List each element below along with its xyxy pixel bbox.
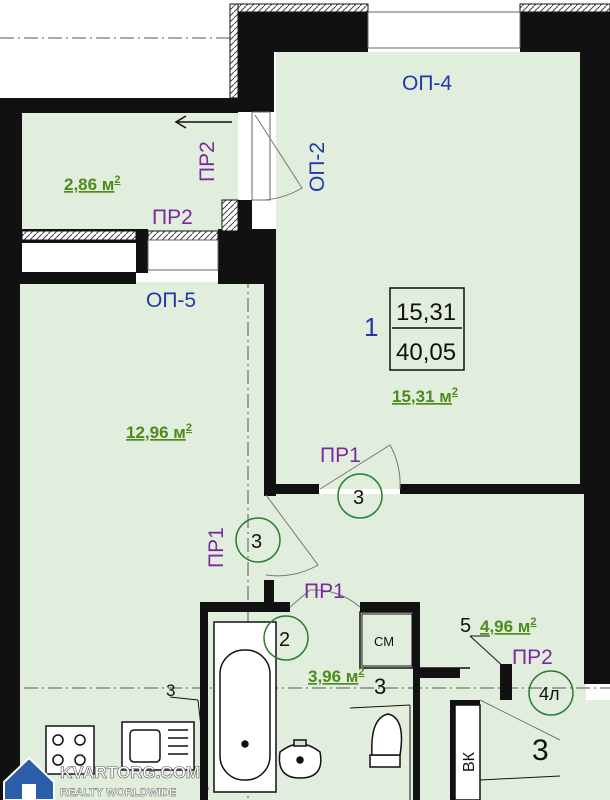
- op2-label: ОП-2: [306, 142, 329, 192]
- marker-3-a: 3: [353, 487, 364, 509]
- pr2-vertical-label: ПР2: [196, 141, 219, 182]
- toilet: [369, 713, 403, 768]
- watermark-house-icon: [3, 756, 55, 800]
- living-area-label: 15,31 м2: [392, 386, 458, 406]
- total-area-label: 40,05: [396, 339, 456, 366]
- hall-area-label: 4,96 м2: [480, 616, 537, 636]
- sink: [278, 739, 322, 779]
- mark-5: 5: [460, 615, 471, 637]
- watermark: KVARTORG.COM REALTY WORLDWIDE: [3, 756, 200, 800]
- kitchen-sink: [121, 721, 195, 771]
- kitchen-stove: [45, 725, 95, 775]
- mark-3-right: 3: [532, 734, 549, 767]
- pr1-side-label: ПР1: [205, 527, 228, 568]
- washing-machine: [361, 613, 413, 667]
- apartment-area-box: [389, 287, 465, 371]
- balcony-room: [22, 113, 238, 231]
- rooms-count-label: 1: [364, 312, 378, 342]
- op4-label: ОП-4: [402, 72, 452, 95]
- balcony-area-label: 2,86 м2: [64, 174, 121, 194]
- living-total-label: 15,31: [396, 299, 456, 326]
- bedroom-area-label: 12,96 м2: [126, 422, 192, 442]
- windows: [147, 11, 521, 271]
- vk-label: ВК: [461, 751, 478, 772]
- hatched-walls: [21, 3, 610, 241]
- marker-3-b: 3: [251, 531, 262, 553]
- marker-circles: [235, 473, 574, 716]
- washer-cm-label: СМ: [374, 634, 394, 649]
- mark-3-bath: 3: [374, 674, 386, 699]
- balcony-arrow-icon: [174, 115, 232, 129]
- marker-2: 2: [279, 629, 290, 651]
- mark-3-left: 3: [166, 681, 175, 700]
- pr2-balcony-label: ПР2: [152, 206, 193, 229]
- op5-label: ОП-5: [146, 289, 196, 312]
- walls: [0, 12, 610, 800]
- pr1-top-label: ПР1: [320, 444, 361, 467]
- bathtub: [213, 621, 277, 793]
- living-room: [276, 52, 581, 489]
- watermark-brand: KVARTORG.COM: [60, 763, 200, 782]
- watermark-tagline: REALTY WORLDWIDE: [60, 787, 176, 799]
- pr1-bath-label: ПР1: [304, 580, 345, 603]
- partitions: [274, 604, 470, 669]
- door-swings: [254, 114, 561, 741]
- pr2-hall-label: ПР2: [512, 646, 553, 669]
- leader-lines: [169, 635, 561, 800]
- vent-shaft: [454, 704, 481, 800]
- shaft-area: [480, 700, 610, 800]
- marker-4l: 4л: [539, 684, 560, 704]
- bath-area-label: 3,96 м2: [308, 666, 365, 686]
